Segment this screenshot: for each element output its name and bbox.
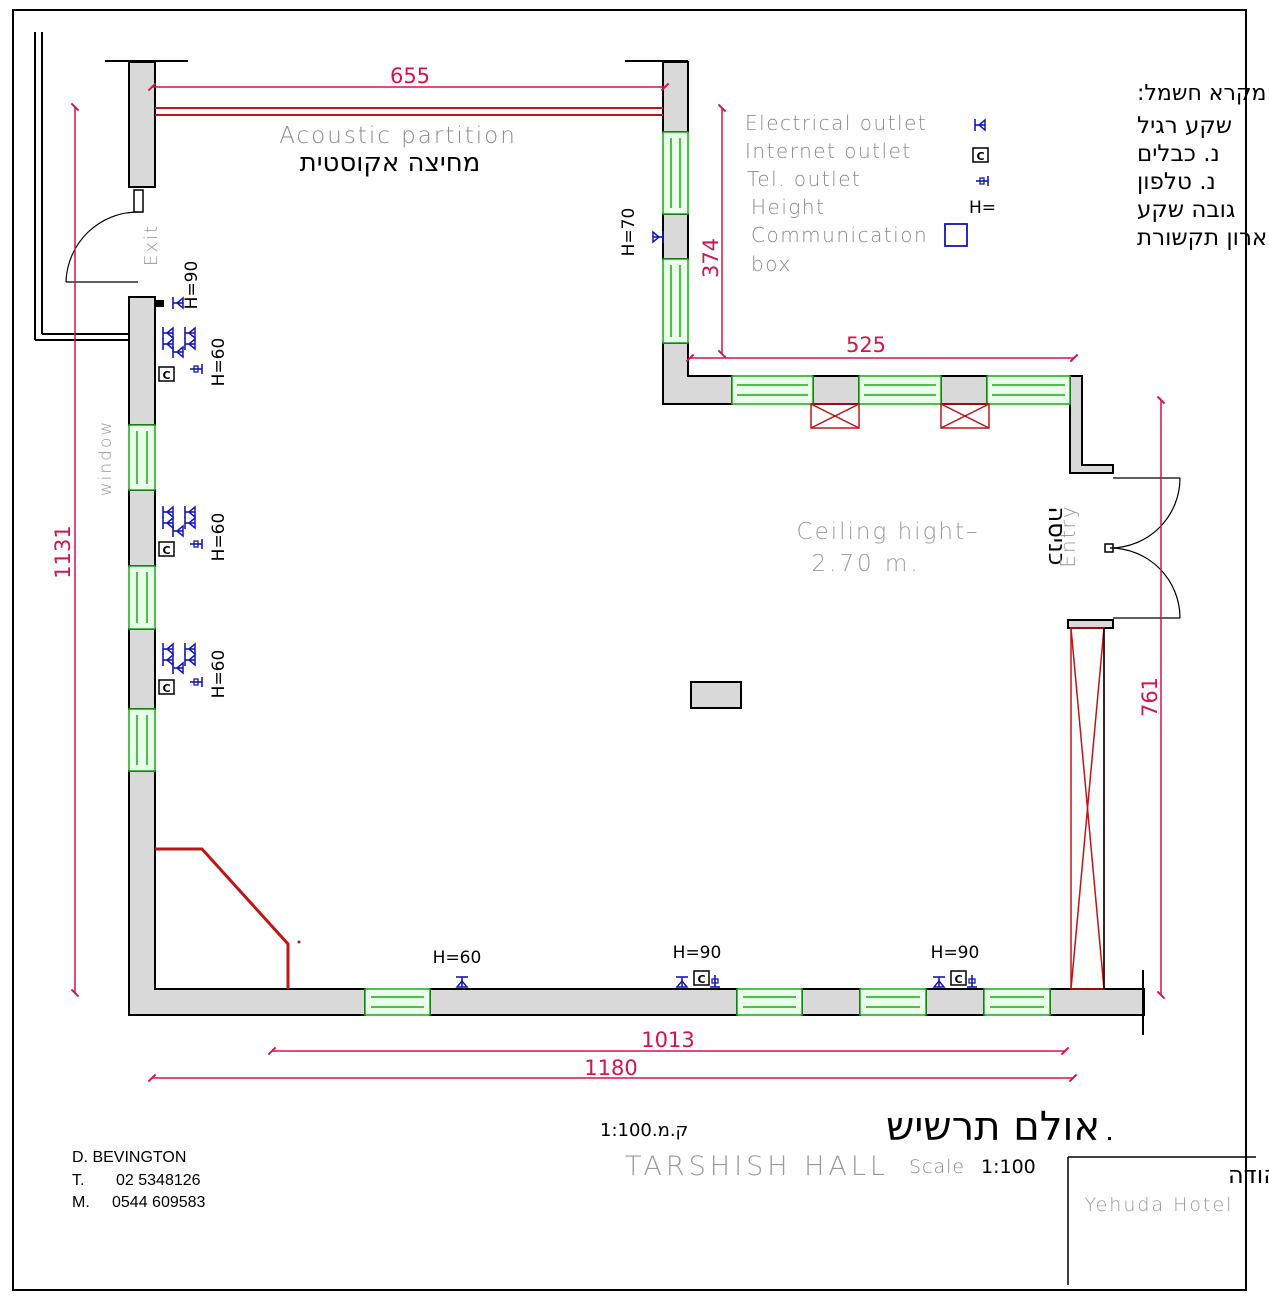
height-left-1: H=60 bbox=[209, 338, 229, 387]
svg-text:C: C bbox=[162, 682, 170, 695]
contact-tel-label: T. bbox=[72, 1172, 84, 1189]
hall-title-he: אולם תרשיש bbox=[886, 1104, 1100, 1150]
dim-right-lower: 761 bbox=[1138, 677, 1162, 717]
legend-en-internet: Internet outlet bbox=[745, 139, 912, 163]
internet-outlet-icon bbox=[972, 147, 989, 163]
electrical-outlet-icon bbox=[974, 118, 986, 132]
height-left-2: H=60 bbox=[209, 513, 229, 562]
structural-boxes bbox=[810, 403, 1105, 990]
dim-bottom-outer: 1180 bbox=[584, 1056, 637, 1080]
entry-label-en: Entry bbox=[1056, 504, 1080, 567]
legend-en-electrical: Electrical outlet bbox=[745, 111, 927, 135]
dim-right-upper: 374 bbox=[699, 238, 723, 278]
legend-he-electrical: שקע רגיל bbox=[1137, 113, 1232, 139]
outlets: C C C C C bbox=[155, 230, 978, 988]
scale-en-word: Scale bbox=[909, 1156, 965, 1178]
contact-tel: 02 5348126 bbox=[116, 1172, 201, 1189]
exit-label: Exit bbox=[141, 224, 162, 266]
svg-text:C: C bbox=[162, 369, 170, 382]
dim-left: 1131 bbox=[51, 525, 75, 578]
scale-en-value: 1:100 bbox=[981, 1156, 1036, 1178]
scale-he: ק.מ.1:100 bbox=[600, 1120, 688, 1141]
marker-dot bbox=[1108, 1137, 1111, 1140]
legend-he-height: גובה שקע bbox=[1137, 197, 1235, 223]
acoustic-partition bbox=[155, 107, 663, 116]
exit-door bbox=[65, 189, 144, 283]
ceiling-height-line1: Ceiling hight– bbox=[797, 519, 980, 545]
dimension-lines bbox=[70, 82, 1166, 1083]
legend-en-communication: Communication bbox=[751, 223, 928, 247]
height-bottom-1: H=60 bbox=[433, 948, 482, 968]
counter-outline bbox=[155, 847, 290, 989]
ceiling-height-line2: 2.70 m. bbox=[811, 551, 920, 577]
center-column bbox=[690, 681, 742, 709]
legend-en-box: box bbox=[751, 252, 792, 276]
svg-text:C: C bbox=[697, 973, 705, 986]
contact-name: D. BEVINGTON bbox=[72, 1149, 186, 1166]
title-block: אולם תרשיש ק.מ.1:100 TARSHISH HALL Scale… bbox=[72, 1104, 1269, 1285]
legend-en-height: Height bbox=[751, 195, 825, 219]
legend: מקרא חשמל: Electrical outlet Internet ou… bbox=[745, 81, 1267, 276]
svg-text:C: C bbox=[162, 544, 170, 557]
entry-label-he: כניסה bbox=[1043, 507, 1071, 566]
entry-doors bbox=[1104, 477, 1181, 619]
hall-title-en: TARSHISH HALL bbox=[625, 1151, 889, 1182]
legend-he-tel: נ. טלפון bbox=[1137, 169, 1216, 195]
svg-text:C: C bbox=[976, 150, 984, 163]
dim-bottom-inner: 1013 bbox=[641, 1028, 694, 1052]
dim-top: 655 bbox=[390, 64, 430, 88]
partition-label-he: מחיצה אקוסטית bbox=[300, 148, 481, 178]
legend-title: מקרא חשמל: bbox=[1137, 81, 1267, 106]
contact-mob-label: M. bbox=[72, 1194, 90, 1211]
height-bottom-2: H=90 bbox=[673, 943, 722, 963]
height-marker: H= bbox=[969, 198, 996, 218]
hotel-name-en: Yehuda Hotel bbox=[1085, 1194, 1234, 1216]
svg-text:C: C bbox=[954, 973, 962, 986]
communication-box-icon bbox=[944, 223, 968, 247]
partition-label-en: Acoustic partition bbox=[279, 123, 517, 149]
exit-corridor bbox=[34, 32, 688, 341]
hotel-name-he: מלון יהודה bbox=[1228, 1161, 1269, 1189]
drawing-border bbox=[12, 9, 1247, 1291]
legend-he-internet: נ. כבלים bbox=[1137, 141, 1220, 167]
height-top-left: H=90 bbox=[182, 261, 202, 310]
legend-en-tel: Tel. outlet bbox=[747, 167, 861, 191]
marker-dot bbox=[297, 940, 301, 944]
legend-he-communication: ארון תקשורת bbox=[1137, 225, 1267, 251]
dim-right-step: 525 bbox=[846, 333, 886, 357]
tel-outlet-icon bbox=[975, 175, 989, 187]
height-bottom-3: H=90 bbox=[931, 943, 980, 963]
height-right-wall: H=70 bbox=[619, 208, 639, 257]
contact-mob: 0544 609583 bbox=[112, 1194, 206, 1211]
height-left-3: H=60 bbox=[209, 650, 229, 699]
windows bbox=[128, 131, 1071, 1016]
window-label: window bbox=[96, 420, 116, 497]
